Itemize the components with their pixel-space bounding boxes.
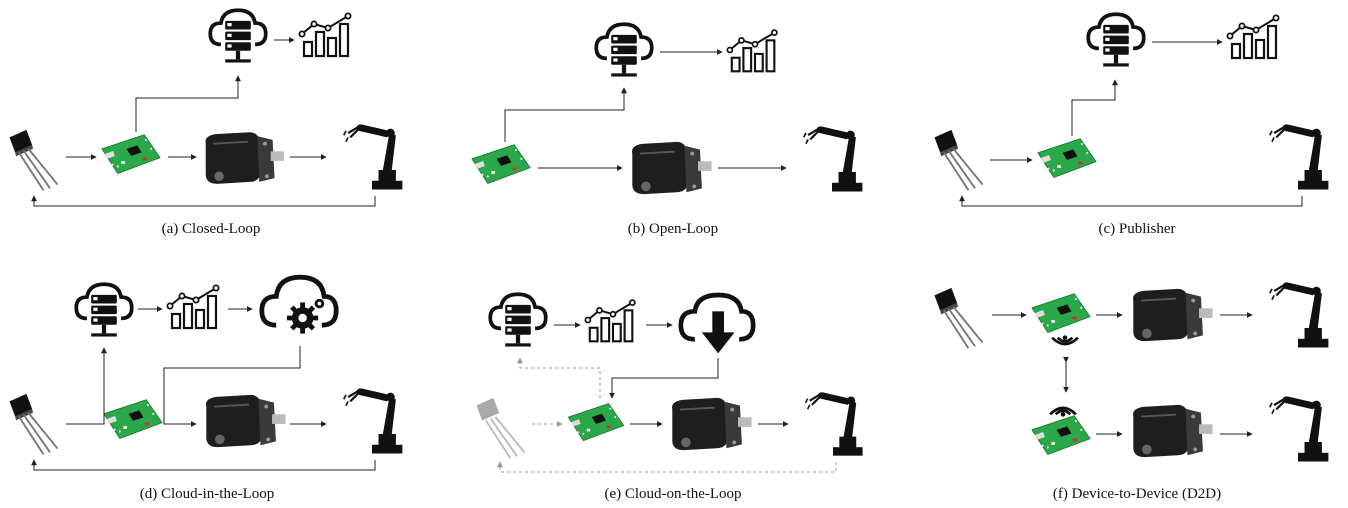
caption-c: (c) Publisher [1098,221,1175,237]
arrow [1071,79,1118,136]
analytics-chart-icon [584,299,636,343]
cloud-server-icon [74,282,134,339]
sensor-icon [8,128,59,192]
robot-arm-icon [342,386,404,455]
sensor-icon [475,396,526,460]
microcontroller-icon [101,134,161,174]
feedback-arrow [31,195,376,207]
feedback-arrow [31,459,376,471]
arrow [135,75,241,132]
robot-arm-icon [802,124,864,193]
microcontroller-icon [1031,415,1091,455]
analytics-chart-icon [726,29,778,73]
motor-icon [204,131,286,185]
wireless-signal-icon [1048,406,1078,418]
panel-e: (e) Cloud-on-the-Loop [475,292,864,502]
cloud-server-icon [488,292,548,349]
panel-c: (c) Publisher [933,12,1330,237]
robot-arm-icon [1268,280,1330,349]
arrow [609,358,719,399]
robot-arm-icon [1268,394,1330,463]
microcontroller-icon [567,403,625,442]
panel-d: (d) Cloud-in-the-Loop [8,277,404,502]
feedback-arrow [959,195,1303,207]
microcontroller-icon [1037,138,1097,178]
robot-arm-icon [1268,122,1330,191]
panel-f: (f) Device-to-Device (D2D) [933,280,1330,502]
caption-b: (b) Open-Loop [628,221,718,237]
panel-b: (b) Open-Loop [471,22,864,237]
sensor-icon [933,128,984,192]
cloud-server-icon [208,8,268,65]
microcontroller-icon [1031,293,1091,333]
motor-icon [631,140,713,196]
motor-icon [671,396,753,452]
wireless-signal-icon [1050,334,1080,346]
caption-d: (d) Cloud-in-the-Loop [140,486,275,502]
dashed-feedback-arrow [497,461,837,473]
arrow [504,87,627,142]
motor-icon [205,393,287,449]
sensor-icon [8,392,59,456]
panel-a: (a) Closed-Loop [8,8,404,237]
cloud-download-icon [681,295,753,353]
sensor-icon [933,286,984,350]
analytics-chart-icon [166,284,220,330]
motor-icon [1132,403,1214,459]
robot-arm-icon [804,390,864,458]
microcontroller-icon [471,144,531,184]
arrow [66,347,107,425]
cloud-server-icon [594,22,654,79]
cloud-gear-icon [262,277,336,333]
arrow [163,346,301,427]
cloud-server-icon [1086,12,1146,69]
dashed-arrow [517,357,601,398]
analytics-chart-icon [298,12,352,58]
motor-icon [1132,287,1214,343]
caption-e: (e) Cloud-on-the-Loop [604,486,741,502]
analytics-chart-icon [1226,14,1280,60]
robot-arm-icon [342,122,404,191]
caption-f: (f) Device-to-Device (D2D) [1053,486,1221,502]
microcontroller-icon [103,399,163,439]
caption-a: (a) Closed-Loop [162,221,261,237]
